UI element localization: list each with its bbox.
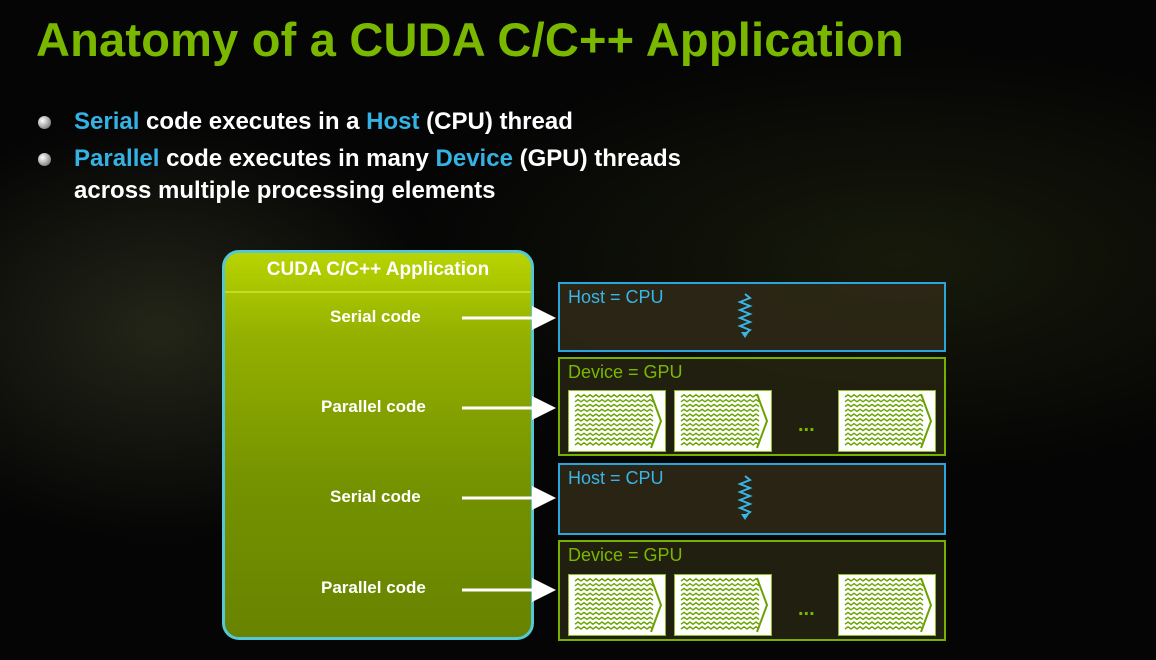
device-gpu-box: Device = GPU ... bbox=[558, 540, 946, 641]
cuda-application-panel: CUDA C/C++ Application bbox=[222, 250, 534, 640]
host-label: Host = CPU bbox=[568, 468, 664, 488]
host-cpu-box: Host = CPU bbox=[558, 282, 946, 352]
gpu-core-tile bbox=[838, 390, 936, 452]
thread-wave-icon bbox=[844, 393, 933, 449]
thread-wave-icon bbox=[574, 577, 663, 633]
serial-code-label: Serial code bbox=[330, 307, 421, 326]
bullet-item: Parallel code executes in many Device (G… bbox=[38, 143, 681, 207]
parallel-code-label: Parallel code bbox=[321, 397, 426, 416]
gpu-core-tile bbox=[568, 390, 666, 452]
panel-divider bbox=[225, 291, 531, 293]
bullet-text: Parallel bbox=[74, 145, 160, 172]
device-gpu-box: Device = GPU ... bbox=[558, 357, 946, 456]
bullet-text: Serial bbox=[74, 108, 140, 135]
host-cpu-box: Host = CPU bbox=[558, 463, 946, 535]
parallel-code-label: Parallel code bbox=[321, 578, 426, 597]
gpu-core-tile bbox=[838, 574, 936, 636]
bullet-continuation: across multiple processing elements bbox=[74, 177, 496, 204]
slide-title: Anatomy of a CUDA C/C++ Application bbox=[36, 13, 904, 66]
thread-wave-icon bbox=[680, 577, 769, 633]
wavy-thread-icon bbox=[737, 475, 753, 520]
bullet-item: Serial code executes in a Host (CPU) thr… bbox=[38, 106, 681, 138]
gpu-core-tile bbox=[674, 390, 772, 452]
device-label: Device = GPU bbox=[568, 362, 683, 382]
ellipsis: ... bbox=[798, 598, 815, 620]
bullet-text: Host bbox=[366, 108, 420, 135]
bullet-text: (CPU) thread bbox=[419, 108, 573, 135]
bullet-text: code executes in many bbox=[159, 145, 436, 172]
bullet-text: Device bbox=[435, 145, 513, 172]
device-label: Device = GPU bbox=[568, 545, 683, 565]
ellipsis: ... bbox=[798, 414, 815, 436]
gpu-core-tile bbox=[674, 574, 772, 636]
bullet-list: Serial code executes in a Host (CPU) thr… bbox=[38, 106, 681, 212]
thread-wave-icon bbox=[844, 577, 933, 633]
bullet-dot-icon bbox=[38, 153, 51, 166]
host-label: Host = CPU bbox=[568, 287, 664, 307]
bullet-text: code executes in a bbox=[139, 108, 367, 135]
gpu-core-tile bbox=[568, 574, 666, 636]
bullet-text: (GPU) threads bbox=[512, 145, 681, 172]
wavy-thread-icon bbox=[737, 293, 753, 338]
application-title: CUDA C/C++ Application bbox=[266, 259, 490, 280]
thread-wave-icon bbox=[680, 393, 769, 449]
serial-code-label: Serial code bbox=[330, 487, 421, 506]
thread-wave-icon bbox=[574, 393, 663, 449]
bullet-dot-icon bbox=[38, 116, 51, 129]
